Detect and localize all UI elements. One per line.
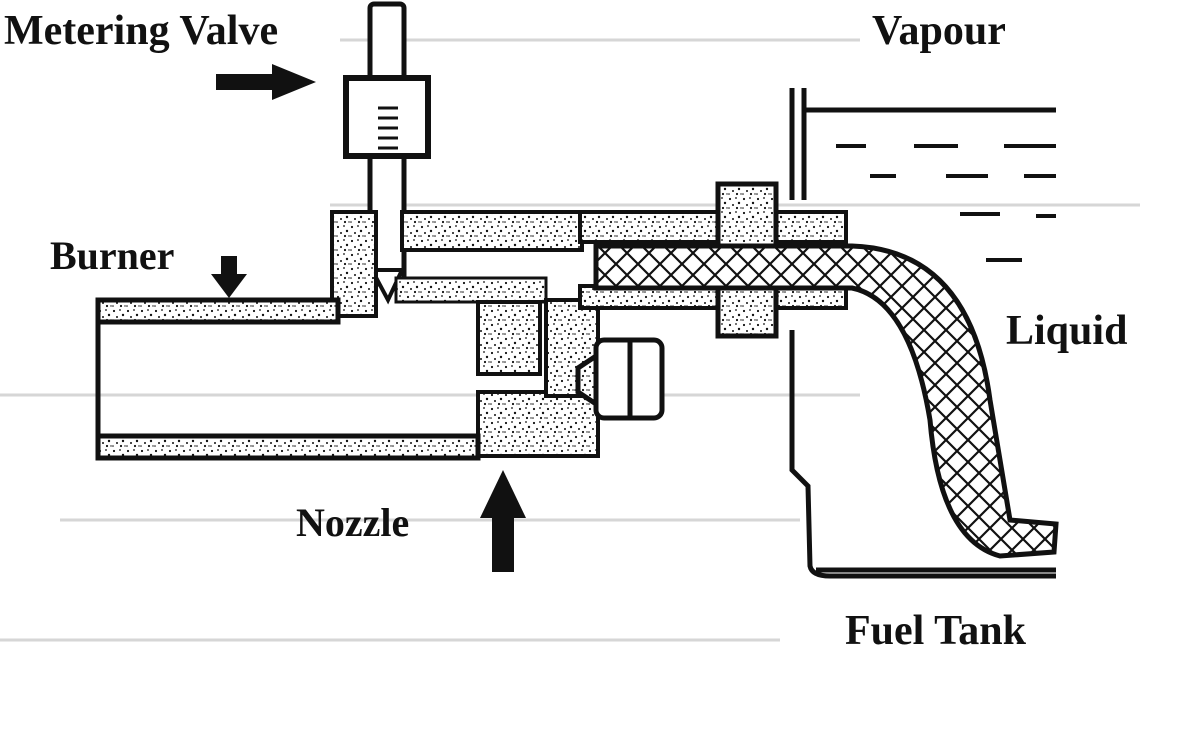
- background-text-lines: [0, 38, 1140, 642]
- nozzle-label: Nozzle: [296, 500, 410, 545]
- nozzle-arrow: [480, 470, 526, 572]
- fuel-tank: [789, 88, 1056, 579]
- arrows: [211, 64, 526, 572]
- metering-valve: [343, 1, 431, 305]
- metering-valve-label: Metering Valve: [4, 8, 279, 54]
- burner-arrow: [211, 256, 247, 298]
- liquid-surface-dashes: [836, 144, 1056, 262]
- valve-body: [330, 210, 600, 458]
- fuel-tank-label: Fuel Tank: [845, 608, 1026, 654]
- vapour-label: Vapour: [872, 8, 1006, 54]
- metering-valve-arrow: [216, 64, 316, 100]
- burner-tube: [95, 297, 481, 461]
- burner-label: Burner: [50, 233, 175, 278]
- nozzle-nut: [575, 337, 665, 421]
- wick-tube: [593, 243, 1059, 559]
- liquid-label: Liquid: [1006, 308, 1128, 354]
